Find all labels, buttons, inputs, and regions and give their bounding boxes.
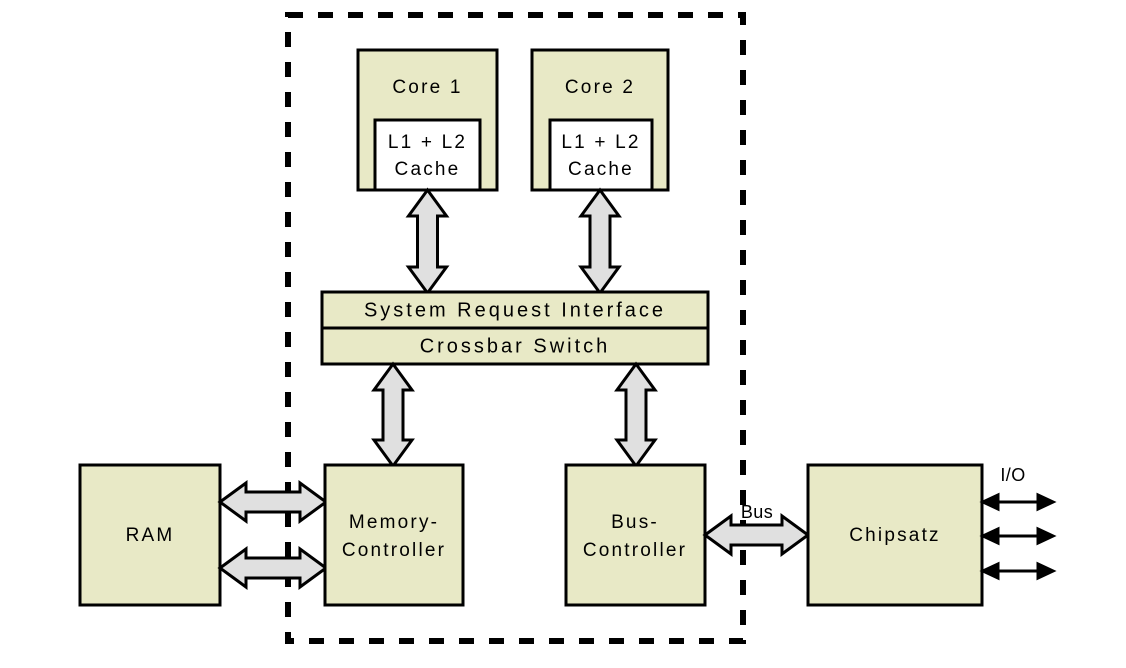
core-2-cache-line2: Cache bbox=[568, 159, 634, 180]
core-2-cache-line1: L1 + L2 bbox=[561, 132, 640, 153]
ram-to-memory-controller-arrow-lower bbox=[217, 546, 329, 590]
chipset-label: Chipsatz bbox=[849, 525, 941, 546]
bus-controller-box bbox=[564, 463, 707, 607]
bus-connection-label: Bus bbox=[741, 502, 773, 522]
io-arrow-3 bbox=[979, 561, 1057, 581]
core-2-label: Core 2 bbox=[565, 77, 635, 98]
core2-to-sri-arrow bbox=[578, 187, 622, 296]
memory-controller-line1: Memory- bbox=[349, 512, 439, 533]
io-connection-label: I/O bbox=[1000, 465, 1025, 485]
ram-label: RAM bbox=[126, 525, 175, 546]
core-2-cache-box bbox=[548, 118, 654, 192]
io-arrow-2 bbox=[979, 526, 1057, 546]
crossbar-switch-label: Crossbar Switch bbox=[420, 335, 611, 357]
core-1-cache-line1: L1 + L2 bbox=[388, 132, 467, 153]
core1-to-sri-arrow bbox=[405, 187, 450, 296]
crossbar-switch-box bbox=[320, 326, 710, 366]
ram-box bbox=[78, 463, 222, 607]
io-arrow-group bbox=[979, 492, 1057, 581]
core-2-block: Core 2 L1 + L2 Cache bbox=[530, 48, 670, 192]
ram-to-memory-controller-arrow-upper bbox=[217, 480, 329, 524]
io-arrow-1 bbox=[979, 492, 1057, 512]
bus-controller-line2: Controller bbox=[583, 540, 687, 561]
crossbar-to-memory-controller-arrow bbox=[371, 361, 415, 469]
core-1-block: Core 1 L1 + L2 Cache bbox=[356, 48, 499, 192]
memory-controller-line2: Controller bbox=[342, 540, 446, 561]
bus-controller-line1: Bus- bbox=[611, 512, 659, 533]
system-request-interface-label: System Request Interface bbox=[364, 299, 666, 321]
memory-controller-box bbox=[323, 463, 465, 607]
crossbar-to-bus-controller-arrow bbox=[614, 361, 658, 469]
core-1-label: Core 1 bbox=[392, 77, 462, 98]
core-1-cache-line2: Cache bbox=[395, 159, 461, 180]
